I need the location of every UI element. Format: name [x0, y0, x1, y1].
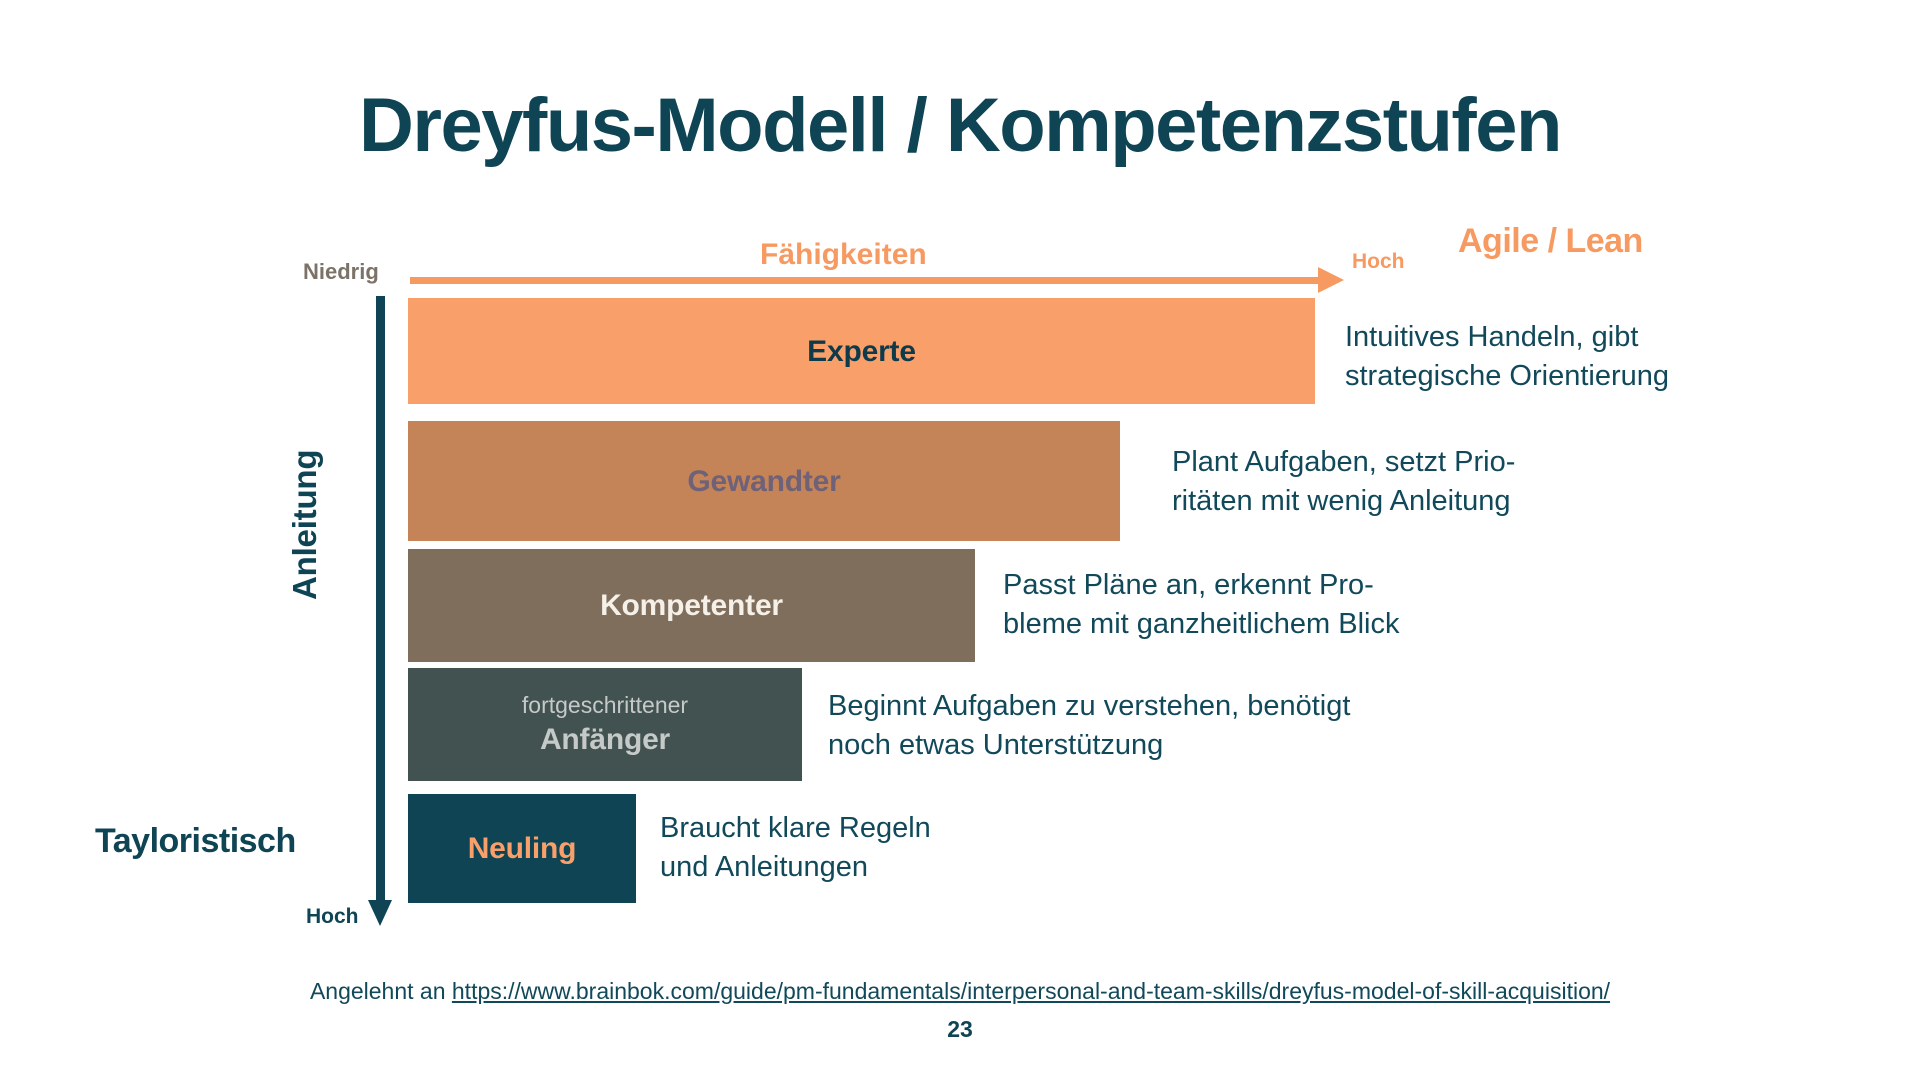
bar-fortgeschrittener-anfaenger[interactable]: fortgeschrittener Anfänger	[408, 668, 802, 781]
bar-sublabel: fortgeschrittener	[521, 692, 689, 719]
y-axis-arrow-head-icon	[368, 900, 392, 926]
x-axis-low-label: Niedrig	[303, 259, 379, 284]
bar-description: Beginnt Aufgaben zu verstehen, benötigt …	[828, 690, 1351, 761]
page-number: 23	[947, 1016, 973, 1042]
annotation-tayloristisch: Tayloristisch	[95, 822, 296, 860]
page-title: Dreyfus-Modell / Kompetenzstufen	[359, 83, 1562, 168]
x-axis-label: Fähigkeiten	[760, 238, 927, 271]
bar-label: Anfänger	[539, 722, 671, 756]
x-axis-high-label: Hoch	[1352, 250, 1405, 273]
footer-prefix: Angelehnt an	[309, 978, 452, 1004]
bar-label: Experte	[807, 334, 916, 368]
bar-description: Braucht klare Regeln und Anleitungen	[660, 812, 931, 883]
annotation-agile-lean: Agile / Lean	[1458, 222, 1643, 260]
bar-description: Passt Pläne an, erkennt Pro- bleme mit g…	[1003, 569, 1400, 640]
bar-kompetenter[interactable]: Kompetenter	[408, 549, 975, 662]
bar-gewandter[interactable]: Gewandter	[408, 421, 1120, 541]
x-axis-arrow-head-icon	[1318, 267, 1344, 293]
source-link[interactable]: https://www.brainbok.com/guide/pm-fundam…	[451, 978, 1611, 1004]
bar-experte[interactable]: Experte	[408, 298, 1315, 404]
bar-description: Intuitives Handeln, gibt strategische Or…	[1345, 321, 1669, 392]
x-axis-arrow-line	[410, 277, 1322, 284]
bar-description: Plant Aufgaben, setzt Prio- ritäten mit …	[1172, 446, 1516, 517]
footer-source: Angelehnt an https://www.brainbok.com/gu…	[0, 978, 1920, 1005]
bar-neuling[interactable]: Neuling	[408, 794, 636, 903]
bar-label: Gewandter	[687, 464, 841, 498]
bar-label: Neuling	[467, 832, 577, 865]
bar-label: Kompetenter	[600, 589, 783, 622]
y-axis-label: Anleitung	[286, 449, 323, 600]
y-axis-high-label: Hoch	[306, 905, 359, 928]
y-axis-arrow-line	[376, 296, 385, 904]
